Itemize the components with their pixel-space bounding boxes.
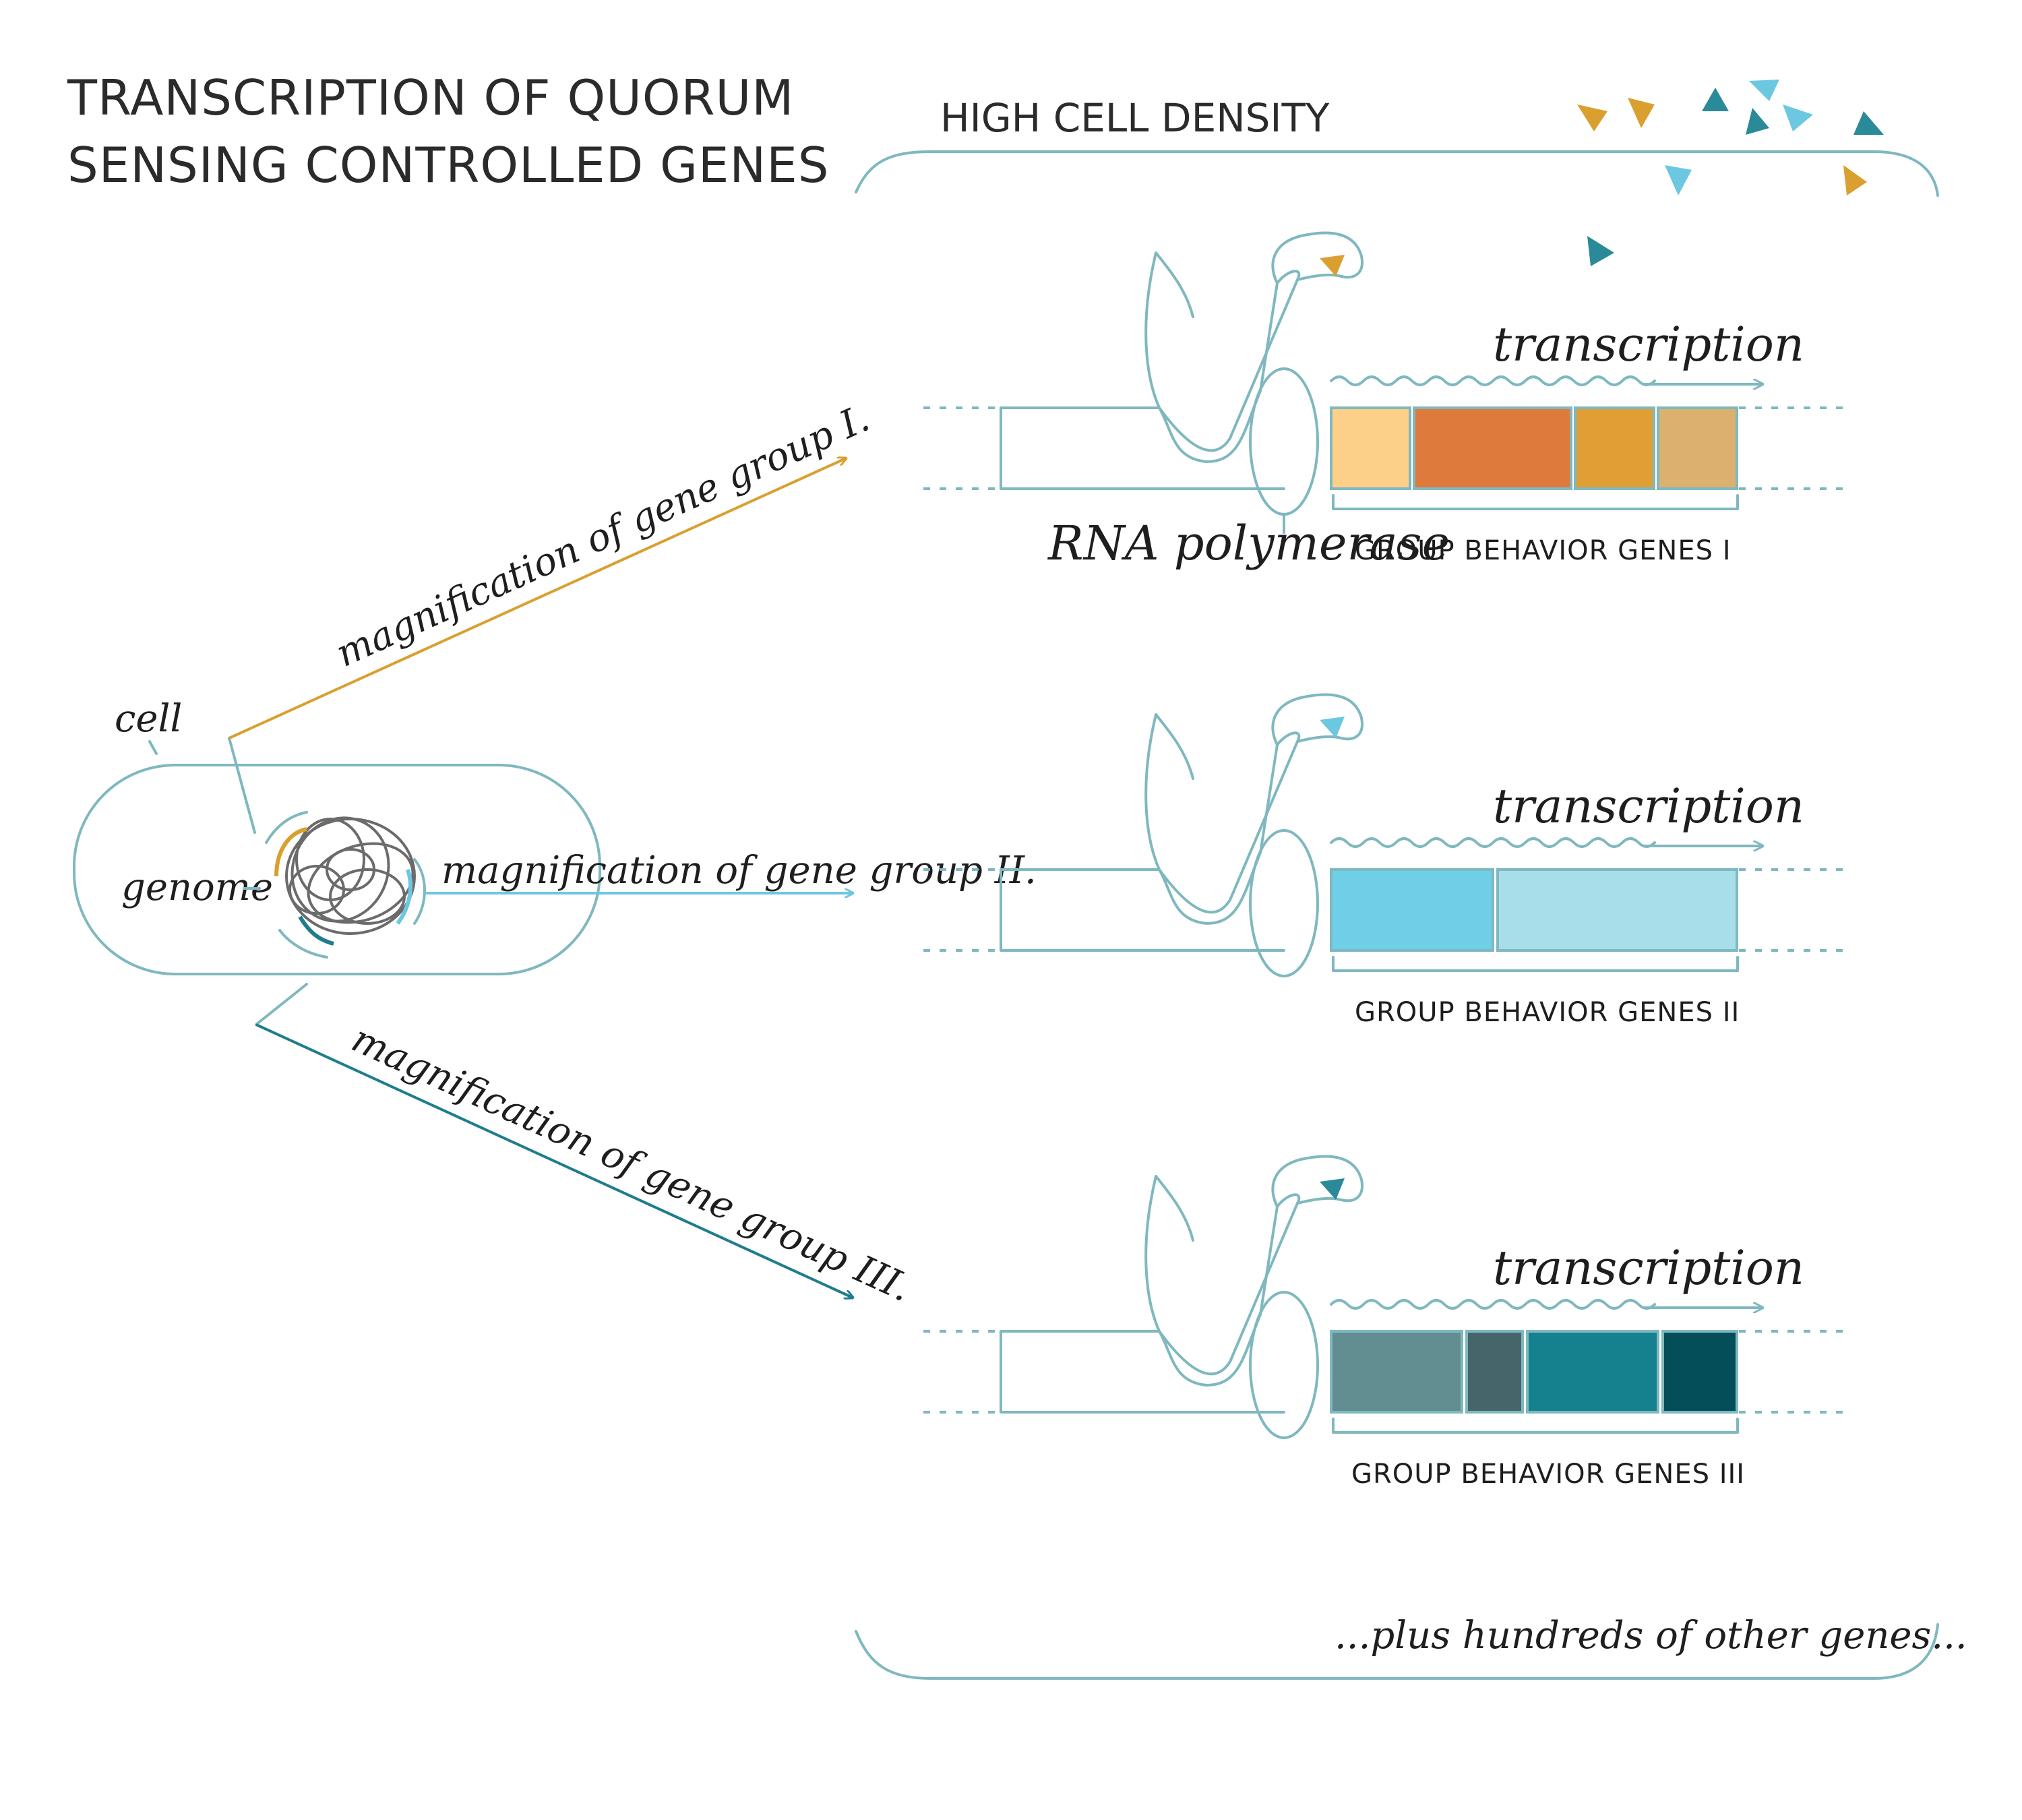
genes-label: GROUP BEHAVIOR GENES III — [1351, 1459, 1745, 1490]
diagram-title-line2: SENSING CONTROLLED GENES — [67, 137, 829, 193]
bound-signal-molecule — [1320, 255, 1345, 276]
genes-bracket — [1332, 956, 1739, 972]
cell-membrane — [73, 764, 601, 975]
promoter-region — [1000, 868, 1285, 952]
gene-box — [1661, 1330, 1738, 1414]
promoter-region — [1000, 406, 1285, 490]
signal-molecule — [1783, 104, 1813, 131]
gene-boxes — [1330, 1330, 1738, 1414]
magnifier-bracket-2 — [413, 858, 426, 925]
panel-bottom-border — [855, 1623, 1939, 1680]
cell-label-pointer — [148, 740, 158, 755]
signal-molecule — [1628, 98, 1655, 128]
transcription-label: transcription — [1493, 1240, 1804, 1296]
mrna-wave — [1330, 837, 1656, 848]
rna-polymerase-label: RNA polymerase — [1047, 516, 1450, 571]
gene-box — [1574, 406, 1655, 490]
signal-molecule — [1665, 165, 1692, 195]
genes-bracket — [1332, 494, 1739, 510]
connector-line-1 — [228, 737, 256, 834]
genome-gene-group-1-highlight — [274, 827, 307, 877]
genome-gene-group-2-highlight — [396, 869, 413, 925]
magnification-arrow-1 — [228, 458, 846, 739]
promoter-region — [1000, 1330, 1285, 1414]
gene-group-2: transcription GROUP BEHAVIOR GENES II — [923, 693, 1847, 1028]
activator-hand — [1271, 693, 1364, 746]
signal-molecule — [1587, 236, 1614, 266]
signal-molecule — [1749, 80, 1779, 101]
magnification-label-3: magnification of gene group III. — [345, 1017, 918, 1311]
magnification-label-2: magnification of gene group II. — [441, 849, 1037, 892]
transcription-label: transcription — [1493, 779, 1804, 834]
gene-box — [1526, 1330, 1659, 1414]
genes-bracket — [1332, 1418, 1739, 1434]
gene-box — [1330, 868, 1494, 952]
panel-top-border — [855, 150, 1939, 197]
activator-hand — [1271, 231, 1364, 284]
activator-protein — [1144, 1175, 1301, 1387]
mrna-wave — [1330, 1299, 1656, 1310]
genes-label: GROUP BEHAVIOR GENES II — [1355, 997, 1740, 1028]
bound-signal-molecule — [1320, 1178, 1345, 1200]
rna-polymerase — [1249, 829, 1319, 977]
bound-signal-molecule — [1320, 717, 1345, 738]
magnifier-bracket-1 — [265, 811, 308, 844]
signal-molecule — [1854, 111, 1884, 135]
signal-molecule — [1746, 108, 1769, 135]
signal-molecule — [1577, 104, 1607, 131]
signal-molecule — [1843, 165, 1867, 195]
gene-group-3: transcription GROUP BEHAVIOR GENES III — [923, 1155, 1847, 1490]
magnification-label-1: magnification of gene group I. — [330, 396, 876, 676]
gene-box — [1413, 406, 1572, 490]
rna-polymerase — [1249, 1291, 1319, 1439]
gene-boxes — [1330, 868, 1738, 952]
gene-box — [1465, 1330, 1524, 1414]
panel-header: HIGH CELL DENSITY — [940, 95, 1330, 141]
connector-line-3 — [255, 983, 308, 1026]
gene-group-1: transcription RNA polymerase GROUP BEHAV… — [923, 231, 1847, 571]
diagram-title-line1: TRANSCRIPTION OF QUORUM — [67, 69, 794, 126]
genes-label: GROUP BEHAVIOR GENES I — [1355, 535, 1732, 566]
magnification-arrow-3 — [255, 1023, 853, 1298]
genome — [285, 816, 416, 935]
activator-protein — [1144, 713, 1301, 925]
activator-protein — [1144, 251, 1301, 463]
signal-molecule — [1702, 88, 1729, 111]
cell-label: cell — [115, 697, 182, 741]
gene-box — [1330, 406, 1411, 490]
genome-gene-group-3-highlight — [298, 915, 334, 946]
gene-boxes — [1330, 406, 1738, 490]
signal-molecules — [1577, 80, 1884, 266]
gene-box — [1657, 406, 1738, 490]
gene-box — [1330, 1330, 1463, 1414]
transcription-label: transcription — [1493, 317, 1804, 372]
cell: cell genome — [73, 697, 601, 975]
magnifier-bracket-3 — [278, 929, 328, 959]
gene-box — [1496, 868, 1738, 952]
mrna-wave — [1330, 375, 1656, 386]
activator-hand — [1271, 1155, 1364, 1208]
panel-footer: ...plus hundreds of other genes... — [1335, 1614, 1967, 1658]
rna-polymerase — [1249, 367, 1319, 516]
